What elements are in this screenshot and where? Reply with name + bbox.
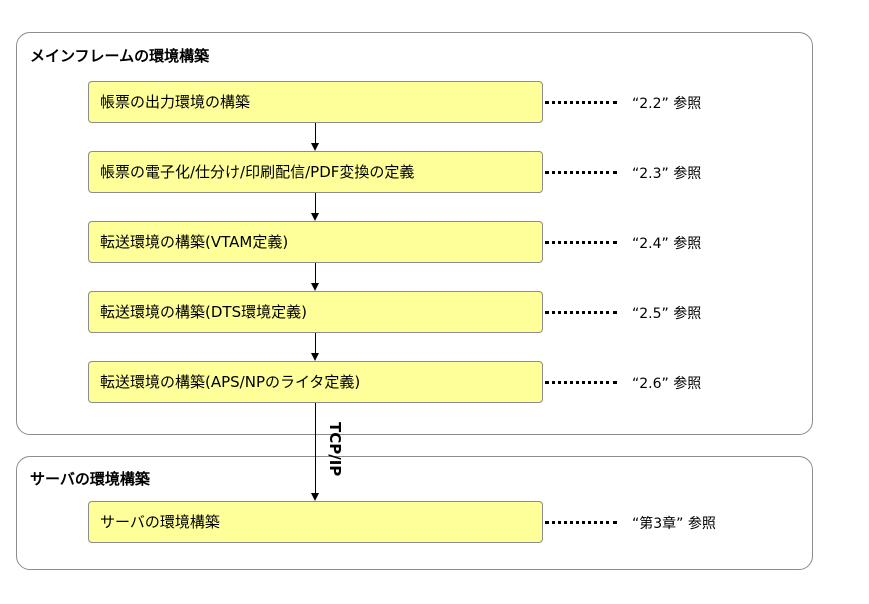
flow-arrow-2 bbox=[315, 193, 316, 213]
step-digitization-definition-ref: “2.3” 参照 bbox=[632, 166, 702, 182]
step-transfer-dts: 転送環境の構築(DTS環境定義) bbox=[88, 291, 543, 333]
step-digitization-definition: 帳票の電子化/仕分け/印刷配信/PDF変換の定義 bbox=[88, 151, 543, 193]
flow-arrowhead-4 bbox=[311, 353, 319, 361]
step-output-environment-leader bbox=[545, 101, 617, 104]
step-digitization-definition-leader bbox=[545, 171, 617, 174]
server-group-title: サーバの環境構築 bbox=[30, 470, 150, 488]
step-transfer-dts-leader bbox=[545, 311, 617, 314]
step-transfer-vtam: 転送環境の構築(VTAM定義) bbox=[88, 221, 543, 263]
step-output-environment: 帳票の出力環境の構築 bbox=[88, 81, 543, 123]
step-server-environment-leader bbox=[545, 521, 617, 524]
flow-arrowhead-tcpip bbox=[311, 493, 319, 501]
step-output-environment-ref: “2.2” 参照 bbox=[632, 96, 702, 112]
step-transfer-aps-np-ref: “2.6” 参照 bbox=[632, 376, 702, 392]
flow-arrow-1 bbox=[315, 123, 316, 143]
step-transfer-vtam-leader bbox=[545, 241, 617, 244]
tcpip-label: TCP/IP bbox=[326, 422, 344, 477]
step-transfer-aps-np: 転送環境の構築(APS/NPのライタ定義) bbox=[88, 361, 543, 403]
step-transfer-vtam-ref: “2.4” 参照 bbox=[632, 236, 702, 252]
step-transfer-aps-np-leader bbox=[545, 381, 617, 384]
step-server-environment: サーバの環境構築 bbox=[88, 501, 543, 543]
flow-arrowhead-3 bbox=[311, 283, 319, 291]
step-transfer-dts-ref: “2.5” 参照 bbox=[632, 306, 702, 322]
step-server-environment-ref: “第3章” 参照 bbox=[632, 516, 716, 532]
flow-arrow-3 bbox=[315, 263, 316, 283]
flow-arrow-tcpip bbox=[315, 403, 316, 493]
flow-arrowhead-2 bbox=[311, 213, 319, 221]
flow-arrow-4 bbox=[315, 333, 316, 353]
mainframe-group-title: メインフレームの環境構築 bbox=[30, 47, 210, 65]
flow-arrowhead-1 bbox=[311, 143, 319, 151]
